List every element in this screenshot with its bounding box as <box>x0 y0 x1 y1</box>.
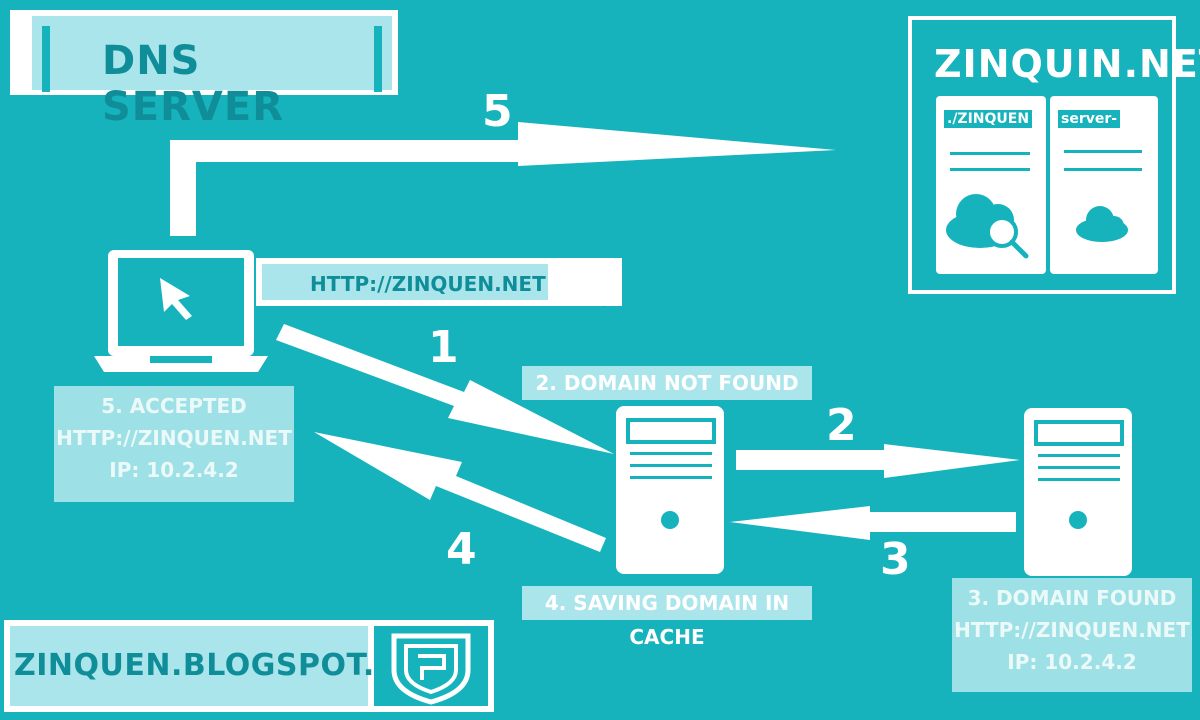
panel-left-label: ./ZINQUEN <box>944 110 1033 128</box>
cursor-icon <box>160 278 192 320</box>
cloud-icon <box>1076 206 1128 242</box>
cloud-search-icon <box>946 194 1029 259</box>
panel-line <box>1064 168 1142 171</box>
logo-box <box>374 626 488 706</box>
title-box: DNS SERVER <box>10 10 398 130</box>
website-panel: ZINQUIN.NET ./ZINQUEN server- <box>912 20 1200 290</box>
website-panel-right: server- <box>1050 96 1158 274</box>
dns-server-icon <box>616 406 724 574</box>
arrow-step-3 <box>730 506 1016 540</box>
website-box: ZINQUIN.NET ./ZINQUEN server- <box>908 16 1200 294</box>
accepted-title: 5. ACCEPTED <box>101 394 247 418</box>
title-strip-left <box>42 26 50 92</box>
arrow-step-4 <box>314 432 606 552</box>
found-title: 3. DOMAIN FOUND <box>967 586 1177 610</box>
caption-saving-cache: 4. SAVING DOMAIN IN CACHE <box>522 586 812 649</box>
url-field: HTTP://ZINQUEN.NET <box>262 264 548 300</box>
search-bar: HTTP://ZINQUEN.NET <box>256 258 622 306</box>
accepted-url: HTTP://ZINQUEN.NET <box>56 426 292 450</box>
step-2-number: 2 <box>826 400 857 451</box>
accepted-ip: IP: 10.2.4.2 <box>109 458 239 482</box>
authoritative-server-icon <box>1024 408 1132 576</box>
step-1-number: 1 <box>428 322 459 373</box>
page-title: DNS SERVER <box>102 38 285 130</box>
arrow-step-1 <box>276 324 614 454</box>
url-text: HTTP://ZINQUEN.NET <box>310 272 546 296</box>
found-ip: IP: 10.2.4.2 <box>1007 650 1137 674</box>
panel-line <box>950 152 1030 155</box>
footer-box: ZINQUEN.BLOGSPOT.COM <box>4 620 494 712</box>
panel-line <box>950 168 1030 171</box>
title-strip-right <box>374 26 382 92</box>
caption-domain-not-found: 2. DOMAIN NOT FOUND <box>522 366 812 400</box>
panel-line <box>1064 150 1142 153</box>
laptop-icon <box>94 250 268 372</box>
website-name: ZINQUIN.NET <box>934 42 1200 86</box>
arrow-step-5 <box>170 122 836 236</box>
step-3-number: 3 <box>880 534 911 585</box>
found-url: HTTP://ZINQUEN.NET <box>954 618 1190 642</box>
accepted-box: 5. ACCEPTED HTTP://ZINQUEN.NET IP: 10.2.… <box>54 386 294 502</box>
step-5-number: 5 <box>482 86 513 137</box>
panel-right-label: server- <box>1058 110 1121 128</box>
footer-panel: ZINQUEN.BLOGSPOT.COM <box>10 626 453 706</box>
found-box: 3. DOMAIN FOUND HTTP://ZINQUEN.NET IP: 1… <box>952 578 1192 692</box>
arrow-step-2 <box>736 444 1020 478</box>
website-panel-left: ./ZINQUEN <box>936 96 1046 274</box>
step-4-number: 4 <box>446 524 477 575</box>
shield-logo-icon <box>391 633 471 705</box>
title-panel: DNS SERVER <box>32 16 392 130</box>
